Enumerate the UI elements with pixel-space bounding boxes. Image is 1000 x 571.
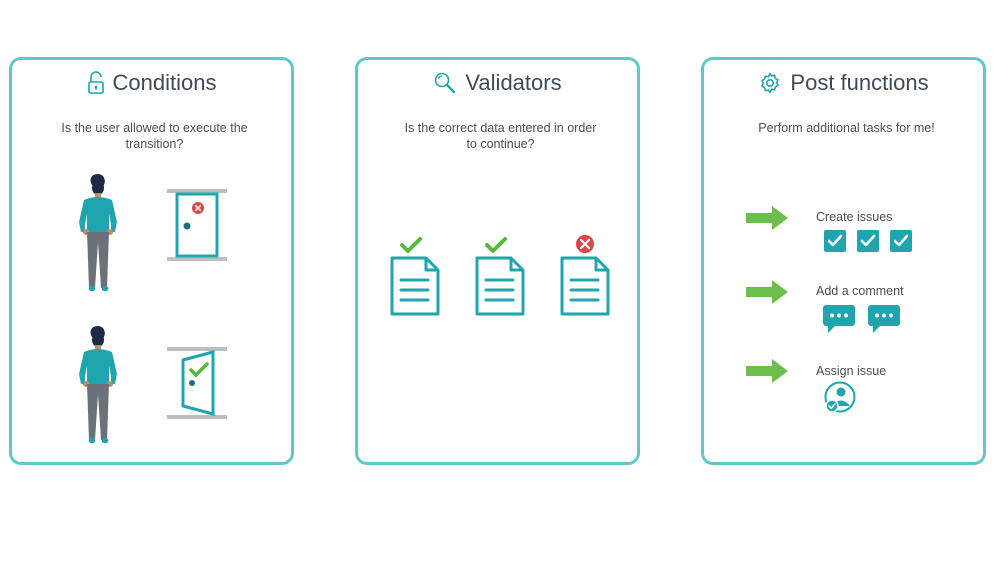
conditions-card: Conditions Is the user allowed to execut… [9,57,294,465]
checkbox-icon [890,230,912,252]
conditions-subtitle: Is the user allowed to execute the trans… [61,121,248,151]
speech-bubble-icon [823,305,855,333]
invalid-document-icon [560,235,610,316]
add-comment-label: Add a comment [816,284,904,298]
conditions-header: Conditions [12,70,291,96]
checkbox-icon [857,230,879,252]
gear-icon [761,72,780,94]
search-icon [435,72,456,94]
validators-card: Validators Is the correct data entered i… [355,57,640,465]
post-functions-header: Post functions [704,70,983,96]
closed-door-icon [167,189,227,261]
arrow-right-icon [746,359,788,383]
validators-header: Validators [358,70,637,96]
user-check-icon [824,381,856,413]
open-door-icon [167,347,227,419]
validators-title: Validators [465,70,562,95]
validators-subtitle: Is the correct data entered in order to … [404,121,597,151]
conditions-title: Conditions [112,70,217,95]
speech-bubble-icon [868,305,900,333]
arrow-right-icon [746,206,788,230]
create-issues-label: Create issues [816,210,893,224]
valid-document-icon [475,237,525,316]
checkbox-icon [824,230,846,252]
assign-issue-label: Assign issue [816,364,887,378]
post-functions-title: Post functions [790,70,929,95]
post-functions-subtitle: Perform additional tasks for me! [758,121,935,135]
post-functions-card: Post functions Perform additional tasks … [701,57,986,465]
valid-document-icon [390,237,440,316]
person-illustration [79,326,117,443]
person-illustration [79,174,117,291]
unlock-icon [87,71,104,94]
arrow-right-icon [746,280,788,304]
